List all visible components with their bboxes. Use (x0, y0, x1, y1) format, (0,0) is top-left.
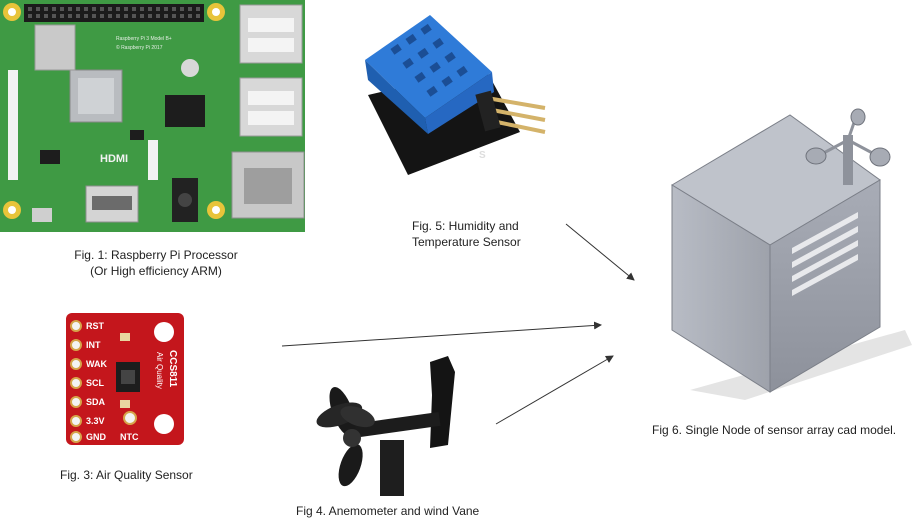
caption-fig6-cad-model: Fig 6. Single Node of sensor array cad m… (652, 423, 897, 437)
pin-label-int: INT (86, 340, 101, 350)
humidity-temperature-sensor (365, 15, 546, 175)
raspberry-pi-board (0, 0, 305, 232)
caption-fig3-air-quality: Fig. 3: Air Quality Sensor (60, 468, 193, 482)
caption-fig1-raspberry-pi: Fig. 1: Raspberry Pi Processor (Or High … (74, 248, 238, 278)
ccs811-sub-label: Air Quality (155, 352, 164, 389)
pin-label-sda: SDA (86, 397, 106, 407)
pin-label-scl: SCL (86, 378, 105, 388)
air-quality-sensor (66, 313, 184, 445)
rpi-model-label: Raspberry Pi 3 Model B+ (116, 36, 172, 42)
arrow-anemometer-to-node (495, 355, 614, 425)
caption-fig4-anemometer: Fig 4. Anemometer and wind Vane (296, 504, 480, 518)
pin-label-3v3: 3.3V (86, 416, 105, 426)
rpi-copyright-label: © Raspberry Pi 2017 (116, 44, 163, 51)
ccs811-pin-labels: RST INT WAK SCL SDA 3.3V GND NTC (86, 321, 139, 442)
pin-label-rst: RST (86, 321, 105, 331)
dht-pin-label: S (479, 150, 486, 161)
pin-label-gnd: GND (86, 432, 107, 442)
arrow-humidity-to-node (565, 223, 635, 281)
arrow-airquality-to-node (281, 321, 602, 347)
rpi-hdmi-label: HDMI (100, 153, 128, 165)
connector-arrows (281, 223, 635, 425)
cad-sensor-node-model (671, 108, 912, 400)
caption-fig5-humidity-sensor: Fig. 5: Humidity and Temperature Sensor (412, 219, 521, 249)
pin-label-ntc: NTC (120, 432, 139, 442)
anemometer-wind-vane (316, 356, 455, 496)
pin-label-wak: WAK (86, 359, 107, 369)
ccs811-chip-label: CCS811 (167, 350, 178, 388)
